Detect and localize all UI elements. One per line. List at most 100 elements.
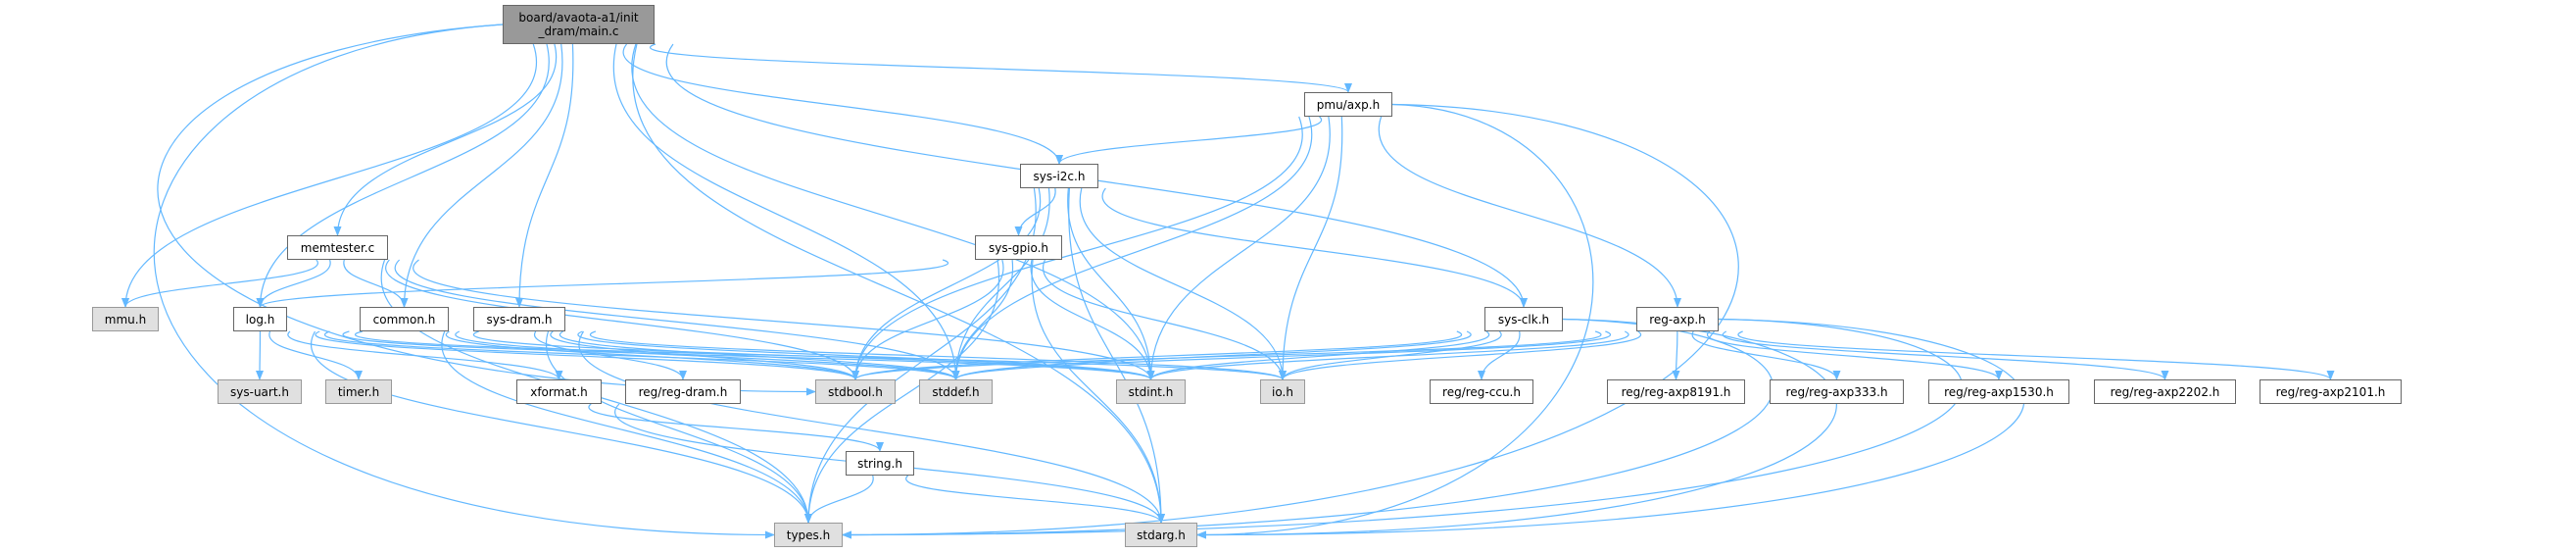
edge-string-to-stdarg: [905, 475, 1165, 524]
node-label: sys-i2c.h: [1033, 169, 1086, 183]
node-label: timer.h: [337, 384, 380, 399]
node-stdarg[interactable]: stdarg.h: [1125, 523, 1197, 547]
edge-axp-to-stddef: [951, 116, 1313, 380]
node-label: string.h: [857, 456, 902, 471]
node-regaxp[interactable]: reg-axp.h: [1636, 307, 1719, 331]
edge-gpio-to-stdbool: [851, 259, 1004, 380]
node-sysuart[interactable]: sys-uart.h: [218, 379, 302, 404]
edge-gpio-to-stddef: [951, 259, 1014, 380]
edge-axp-to-stdint: [1146, 116, 1331, 380]
node-label: stddef.h: [932, 384, 980, 399]
edge-common-to-types: [441, 330, 812, 524]
node-common[interactable]: common.h: [360, 307, 449, 331]
edge-gpio-to-io: [1042, 259, 1287, 380]
edge-i2c-to-io: [1079, 187, 1287, 380]
edge-main-to-stddef: [612, 43, 960, 380]
edge-main-to-types: [153, 24, 775, 539]
node-axp[interactable]: pmu/axp.h: [1304, 92, 1392, 117]
edge-regaxp-to-axp1530: [1706, 330, 2003, 380]
node-label: _dram/main.c: [538, 25, 619, 38]
node-label: mmu.h: [104, 312, 147, 327]
node-label: sys-clk.h: [1497, 312, 1550, 327]
edge-axp-to-stdarg: [1196, 103, 1594, 539]
edge-log-to-xformat: [287, 330, 563, 380]
edge-gpio-to-log: [256, 259, 948, 308]
node-label: reg/reg-axp1530.h: [1944, 384, 2054, 399]
node-stdint[interactable]: stdint.h: [1116, 379, 1186, 404]
node-label: board/avaota-a1/init: [518, 11, 639, 25]
node-label: stdint.h: [1128, 384, 1174, 399]
node-axp333[interactable]: reg/reg-axp333.h: [1770, 379, 1904, 404]
node-i2c[interactable]: sys-i2c.h: [1020, 164, 1098, 188]
edge-log-to-stdbool: [315, 330, 859, 380]
node-main[interactable]: board/avaota-a1/init_dram/main.c: [503, 5, 655, 44]
node-label: reg/reg-axp333.h: [1785, 384, 1888, 399]
edge-sysdram-to-stddef: [559, 330, 960, 380]
node-gpio[interactable]: sys-gpio.h: [975, 235, 1062, 260]
node-axp2101[interactable]: reg/reg-axp2101.h: [2260, 379, 2402, 404]
edge-main-to-stdarg: [632, 43, 1165, 524]
node-regccu[interactable]: reg/reg-ccu.h: [1430, 379, 1533, 404]
node-xformat[interactable]: xformat.h: [516, 379, 602, 404]
edge-gpio-to-stdarg: [1031, 259, 1165, 524]
edge-sysdram-to-io: [590, 330, 1287, 380]
node-label: xformat.h: [530, 384, 588, 399]
node-label: memtester.c: [300, 240, 375, 255]
node-label: reg/reg-axp8191.h: [1621, 384, 1731, 399]
edge-clk-to-stdbool: [851, 330, 1462, 380]
edge-common-to-stdbool: [445, 330, 859, 380]
node-regdram[interactable]: reg/reg-dram.h: [625, 379, 741, 404]
node-label: sys-dram.h: [486, 312, 553, 327]
edge-i2c-to-stdint: [1067, 187, 1155, 380]
node-mmu[interactable]: mmu.h: [92, 307, 159, 331]
edge-axp-to-stdbool: [851, 116, 1303, 380]
edge-memtester-to-common: [343, 259, 409, 308]
node-stdbool[interactable]: stdbool.h: [815, 379, 896, 404]
edge-memtester-to-mmu: [122, 259, 318, 308]
node-axp1530[interactable]: reg/reg-axp1530.h: [1928, 379, 2069, 404]
node-label: sys-uart.h: [230, 384, 289, 399]
node-axp8191[interactable]: reg/reg-axp8191.h: [1607, 379, 1745, 404]
node-string[interactable]: string.h: [846, 451, 914, 476]
edge-axp-to-io: [1279, 116, 1343, 380]
node-label: reg/reg-axp2202.h: [2110, 384, 2220, 399]
edge-string-to-types: [804, 475, 874, 524]
node-label: stdarg.h: [1137, 528, 1186, 542]
edge-regaxp-to-types: [842, 318, 1964, 539]
edge-i2c-to-stdarg: [1068, 187, 1165, 524]
node-label: stdbool.h: [828, 384, 883, 399]
node-label: pmu/axp.h: [1316, 97, 1381, 112]
node-log[interactable]: log.h: [233, 307, 287, 331]
edge-main-to-mmu: [122, 43, 537, 308]
node-label: reg/reg-dram.h: [638, 384, 728, 399]
edge-i2c-to-stddef: [951, 187, 1050, 380]
node-sysdram[interactable]: sys-dram.h: [473, 307, 565, 331]
node-timer[interactable]: timer.h: [325, 379, 392, 404]
node-clk[interactable]: sys-clk.h: [1484, 307, 1563, 331]
node-io[interactable]: io.h: [1260, 379, 1305, 404]
edge-log-to-timer: [268, 330, 363, 380]
edge-main-to-i2c: [622, 43, 1063, 165]
node-label: io.h: [1272, 384, 1293, 399]
edge-i2c-to-clk: [1101, 187, 1528, 308]
edge-main-to-log: [256, 43, 550, 308]
edge-axp-to-i2c: [1055, 116, 1323, 165]
edge-axp-to-types: [842, 103, 1739, 539]
edge-common-to-stdint: [473, 330, 1155, 380]
node-label: types.h: [786, 528, 831, 542]
edge-sysdram-to-regdram: [534, 330, 687, 380]
node-label: common.h: [372, 312, 436, 327]
edge-clk-to-regccu: [1478, 330, 1521, 380]
edge-main-to-memtester: [333, 43, 558, 236]
edge-regaxp-to-axp2101: [1737, 330, 2335, 380]
edge-sysdram-to-stdarg: [578, 330, 1165, 524]
edge-xformat-to-string: [588, 403, 884, 452]
edge-regaxp-to-axp2202: [1722, 330, 2169, 380]
node-memtester[interactable]: memtester.c: [287, 235, 388, 260]
node-stddef[interactable]: stddef.h: [919, 379, 993, 404]
node-types[interactable]: types.h: [774, 523, 843, 547]
node-label: sys-gpio.h: [988, 240, 1049, 255]
node-axp2202[interactable]: reg/reg-axp2202.h: [2094, 379, 2236, 404]
edge-sysdram-to-types: [545, 330, 812, 524]
